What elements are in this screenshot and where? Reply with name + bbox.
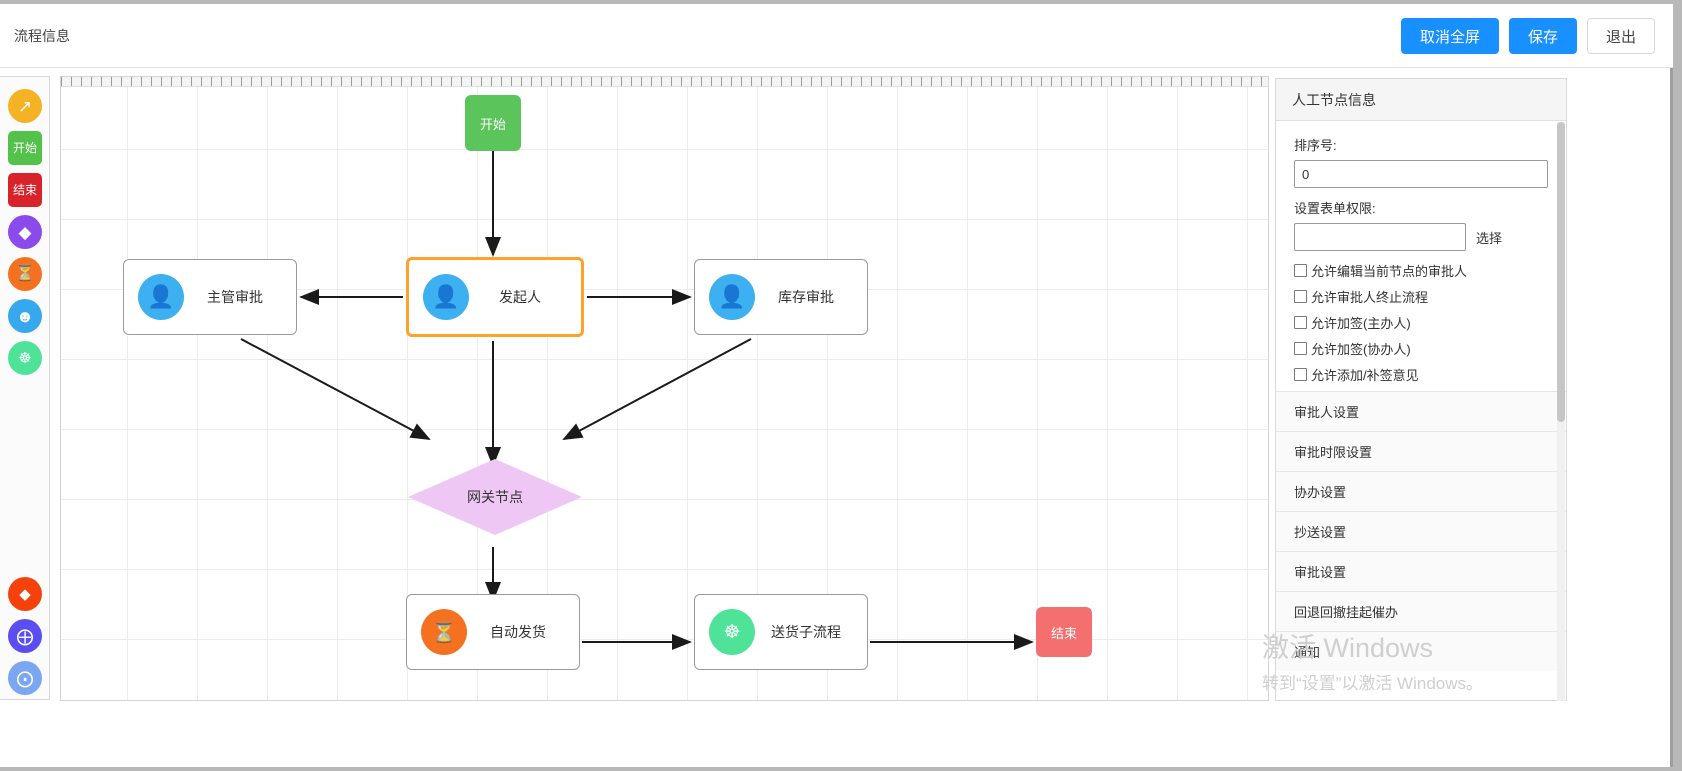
app-header: 流程信息 取消全屏 保存 退出	[0, 4, 1673, 68]
start-node-icon[interactable]: 开始	[8, 131, 42, 165]
gateway-node-icon[interactable]: ◆	[8, 215, 42, 249]
checkbox-label: 允许审批人终止流程	[1311, 290, 1429, 305]
form-permission-field: 设置表单权限: 选择	[1294, 198, 1548, 251]
flow-node-label: 开始	[479, 116, 506, 132]
form-permission-label: 设置表单权限:	[1294, 201, 1376, 216]
accordion-item-cc-settings[interactable]: 抄送设置	[1276, 511, 1566, 551]
flow-node-end[interactable]: 结束	[1036, 607, 1092, 657]
user-icon: 👤	[709, 274, 755, 320]
flow-node-label: 送货子流程	[771, 624, 841, 640]
exit-button[interactable]: 退出	[1586, 18, 1655, 54]
cancel-fullscreen-button[interactable]: 取消全屏	[1400, 18, 1499, 54]
accordion-item-rollback-settings[interactable]: 回退回撤挂起催办	[1276, 591, 1566, 631]
accordion-item-assistant-settings[interactable]: 协办设置	[1276, 471, 1566, 511]
checkbox-row-add-opinion[interactable]: 允许添加/补签意见	[1294, 365, 1548, 384]
node-palette-toolbar: ↗ 开始 结束 ◆ ⏳ ☻ ☸ ◆ ⨁ ⨀	[0, 76, 50, 700]
checkbox-row-edit-approver[interactable]: 允许编辑当前节点的审批人	[1294, 261, 1548, 280]
flow-node-label: 库存审批	[778, 289, 834, 305]
checkbox-countersign-assistant[interactable]	[1294, 342, 1307, 355]
auto-task-node-icon[interactable]: ⏳	[8, 257, 42, 291]
connector-arrow-icon[interactable]: ↗	[8, 89, 42, 123]
hourglass-icon: ⏳	[421, 609, 467, 655]
eraser-icon[interactable]: ◆	[8, 577, 42, 611]
checkbox-terminate-process[interactable]	[1294, 290, 1307, 303]
checkbox-label: 允许编辑当前节点的审批人	[1311, 264, 1468, 279]
checkbox-label: 允许加签(协办人)	[1311, 342, 1411, 357]
checkbox-label: 允许加签(主办人)	[1311, 316, 1411, 331]
flow-node-auto-shipping[interactable]: ⏳ 自动发货	[406, 594, 580, 670]
canvas-grid	[61, 87, 1268, 700]
checkbox-row-countersign-assistant[interactable]: 允许加签(协办人)	[1294, 339, 1548, 358]
checkbox-label: 允许添加/补签意见	[1311, 368, 1419, 383]
panel-title: 人工节点信息	[1276, 79, 1566, 121]
flow-connectors	[240, 151, 1034, 650]
flow-node-start[interactable]: 开始	[465, 95, 521, 151]
flow-node-stock-approval[interactable]: 👤 库存审批	[694, 259, 868, 335]
flow-node-manager-approval[interactable]: 👤 主管审批	[123, 259, 297, 335]
checkbox-edit-approver[interactable]	[1294, 264, 1307, 277]
subprocess-node-icon[interactable]: ☸	[8, 341, 42, 375]
manual-task-node-icon[interactable]: ☻	[8, 299, 42, 333]
flow-node-label: 主管审批	[207, 289, 263, 305]
panel-scrollbar[interactable]	[1557, 122, 1565, 701]
header-actions: 取消全屏 保存 退出	[1400, 18, 1655, 54]
accordion-item-approver-settings[interactable]: 审批人设置	[1276, 391, 1566, 431]
checkbox-row-countersign-owner[interactable]: 允许加签(主办人)	[1294, 313, 1548, 332]
flow-node-label: 网关节点	[467, 489, 523, 505]
sort-order-label: 排序号:	[1294, 138, 1337, 153]
checkbox-row-terminate-process[interactable]: 允许审批人终止流程	[1294, 287, 1548, 306]
node-properties-panel: 人工节点信息 排序号: 设置表单权限: 选择 允许编辑当前节点的审批人 允许审批…	[1275, 78, 1567, 701]
form-permission-select-button[interactable]: 选择	[1476, 230, 1503, 246]
accordion-item-approval-settings[interactable]: 审批设置	[1276, 551, 1566, 591]
end-node-icon[interactable]: 结束	[8, 173, 42, 207]
user-icon: 👤	[138, 274, 184, 320]
sliders-icon: ☸	[709, 609, 755, 655]
flow-node-initiator[interactable]: 👤 发起人	[406, 257, 584, 337]
workflow-designer-app: 流程信息 取消全屏 保存 退出 ↗ 开始 结束 ◆ ⏳ ☻ ☸ ◆ ⨁ ⨀	[0, 4, 1673, 767]
panel-form: 排序号: 设置表单权限: 选择 允许编辑当前节点的审批人 允许审批人终止流程	[1276, 121, 1566, 384]
panel-accordion: 审批人设置 审批时限设置 协办设置 抄送设置 审批设置 回退回撤挂起催办 通知	[1276, 391, 1566, 671]
checkbox-add-opinion[interactable]	[1294, 368, 1307, 381]
sort-order-input[interactable]	[1294, 160, 1548, 188]
sort-order-field: 排序号:	[1294, 135, 1548, 188]
flow-canvas[interactable]: 开始 👤 主管审批 👤 发起人 👤 库存审批 网关节点 ⏳ 自动发货 ☸	[60, 76, 1269, 701]
form-permission-input[interactable]	[1294, 223, 1466, 251]
flow-node-delivery-subprocess[interactable]: ☸ 送货子流程	[694, 594, 868, 670]
accordion-item-notification-settings[interactable]: 通知	[1276, 631, 1566, 671]
checkbox-countersign-owner[interactable]	[1294, 316, 1307, 329]
flow-node-label: 自动发货	[490, 624, 546, 640]
accordion-item-time-limit-settings[interactable]: 审批时限设置	[1276, 431, 1566, 471]
page-title: 流程信息	[14, 28, 70, 44]
save-button[interactable]: 保存	[1508, 18, 1577, 54]
zoom-out-icon[interactable]: ⨀	[8, 661, 42, 695]
flow-node-label: 发起人	[499, 289, 541, 305]
flow-node-label: 结束	[1050, 625, 1077, 641]
user-icon: 👤	[423, 274, 469, 320]
horizontal-ruler	[61, 77, 1268, 87]
panel-scrollbar-thumb[interactable]	[1557, 122, 1565, 422]
zoom-in-icon[interactable]: ⨁	[8, 619, 42, 653]
